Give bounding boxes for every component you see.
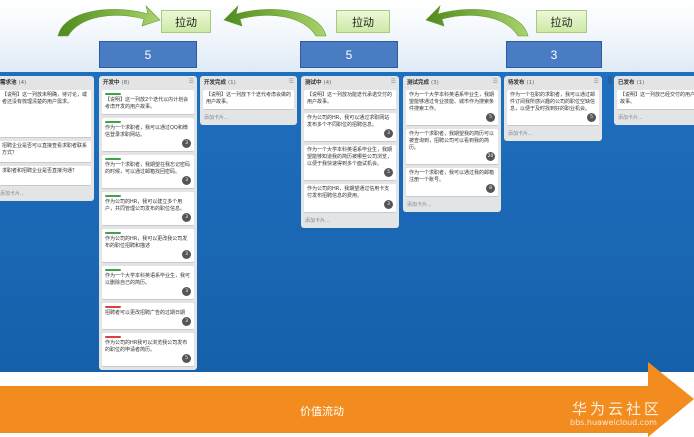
story-card[interactable]: 【说明】这一列放下个迭代考虑会做的用户故事。: [203, 90, 294, 110]
kanban-column-backlog: 需求池 (4) 【说明】这一列放未明确，待讨论，或者还没有梳理清楚的用户需求。 …: [0, 76, 94, 201]
column-header: 需求池 (4): [0, 79, 27, 86]
kanban-column-developing: 开发中 (8)☰ 【说明】这一列放2个迭代以内计划会考虑开发的用户故事。 作为一…: [99, 76, 197, 370]
story-points-badge: 3: [182, 250, 191, 259]
card-label: [105, 121, 121, 123]
watermark-title: 华为云社区: [572, 400, 663, 418]
story-card[interactable]: 作为一个在职的求职者，我可以通过邮件订阅我所感兴趣的公司的职位空缺信息，以便于及…: [507, 90, 599, 126]
column-header: 测试完成 (3)☰: [407, 78, 498, 86]
pull-arrow-icon: [425, 5, 529, 37]
pull-arrow-icon: [57, 5, 161, 37]
value-stream-label: 价值流动: [300, 405, 344, 418]
card-label: [105, 158, 121, 160]
pull-label: 拉动: [161, 10, 211, 33]
value-stream-arrow: [0, 386, 650, 433]
story-card[interactable]: 作为一个求职者，我可以通过QQ和微信登录求职网站。3: [102, 118, 194, 152]
wip-limit: 3: [506, 41, 602, 68]
story-card[interactable]: 作为公司的HR，我可以建立多个用户，共同管理公司发布的职位信息。3: [102, 192, 194, 226]
story-card[interactable]: 作为公司的HR我可以浏览我公司发布的职位的申请者简历。5: [102, 333, 194, 367]
column-menu-icon[interactable]: ☰: [288, 78, 294, 85]
column-menu-icon[interactable]: ☰: [188, 78, 194, 85]
story-card[interactable]: 作为一个大学本科英语系毕业生，我期望能够通过专业技能、城市作为搜索条件搜索工作。…: [406, 90, 498, 126]
column-header: 已发布 (1): [618, 79, 645, 86]
story-card[interactable]: 招聘企业是否可以直接查看求职者联系方式？: [0, 141, 91, 163]
card-label: [105, 269, 121, 271]
story-points-badge: 5: [486, 113, 495, 122]
kanban-column-dev-done: 开发完成 (1)☰ 【说明】这一列放下个迭代考虑会做的用户故事。 添加卡片...: [200, 76, 297, 125]
story-points-badge: 3: [182, 213, 191, 222]
pull-label: 拉动: [536, 10, 587, 33]
story-card[interactable]: 【说明】这一列放2个迭代以内计划会考虑开发的用户故事。: [102, 90, 194, 115]
column-menu-icon[interactable]: ☰: [492, 78, 498, 85]
card-label: [105, 93, 121, 95]
column-header: 待发布 (1)☰: [508, 78, 599, 86]
watermark-url: bbs.huaweicloud.com: [570, 418, 657, 427]
story-points-badge: 3: [182, 317, 191, 326]
story-points-badge: 3: [384, 200, 393, 209]
story-card[interactable]: 【说明】这一列放已经交付的用户故事。: [617, 90, 694, 110]
kanban-column-test-done: 测试完成 (3)☰ 作为一个大学本科英语系毕业生，我期望能够通过专业技能、城市作…: [403, 76, 501, 212]
add-card-link[interactable]: 添加卡片...: [508, 131, 533, 137]
add-card-link[interactable]: 添加卡片...: [618, 115, 643, 121]
story-points-badge: 5: [587, 113, 596, 122]
story-card[interactable]: 作为一个大学本科英语系毕业生，我期望能够知道我的简历被哪些公司浏览，以便于我快速…: [304, 145, 396, 181]
story-card[interactable]: 【说明】这一列放功能迭代承诺交付的用户故事。: [304, 90, 396, 110]
story-points-badge: 20: [486, 152, 495, 161]
arrow-head-icon: [648, 362, 694, 437]
card-label: [105, 336, 121, 338]
story-card[interactable]: 作为一个求职者，我期望在我忘记密码的时候，可以通过邮箱找回密码。3: [102, 155, 194, 189]
add-card-link[interactable]: 添加卡片...: [305, 218, 330, 224]
pull-label: 拉动: [336, 10, 390, 33]
add-card-link[interactable]: 添加卡片...: [0, 191, 25, 197]
add-card-link[interactable]: 添加卡片...: [407, 202, 432, 208]
story-points-badge: 5: [384, 168, 393, 177]
card-label: [105, 306, 121, 308]
story-card[interactable]: 作为公司的HR，我期望通过信用卡支付发布招聘信息的费用。3: [304, 184, 396, 213]
column-header: 开发中 (8)☰: [103, 78, 194, 86]
story-points-badge: 5: [182, 354, 191, 363]
story-card[interactable]: 作为公司的HR，我可以通过求职网站发布多个不同职位的招聘信息。3: [304, 113, 396, 142]
story-points-badge: 3: [182, 287, 191, 296]
pull-arrow-icon: [223, 5, 327, 37]
column-header: 测试中 (4)☰: [305, 78, 396, 86]
story-card[interactable]: 作为一个大学本科英语系毕业生，我可以删除自己的简历。3: [102, 266, 194, 300]
card-label: [105, 232, 121, 234]
column-header: 开发完成 (1)☰: [204, 78, 294, 86]
story-points-badge: 3: [182, 176, 191, 185]
board-scrollbar[interactable]: [608, 76, 612, 84]
story-points-badge: 3: [182, 139, 191, 148]
kanban-column-testing: 测试中 (4)☰ 【说明】这一列放功能迭代承诺交付的用户故事。 作为公司的HR，…: [301, 76, 399, 228]
kanban-column-released: 已发布 (1) 【说明】这一列放已经交付的用户故事。 添加卡片...: [614, 76, 694, 125]
wip-limit: 5: [300, 41, 398, 68]
story-card[interactable]: 作为一个求职者，我可以通过我的邮箱注册一个账号。8: [406, 168, 498, 197]
story-card[interactable]: 求职者和招聘企业是否直接沟通？: [0, 166, 91, 186]
story-points-badge: 8: [486, 184, 495, 193]
story-points-badge: 3: [384, 129, 393, 138]
story-card[interactable]: 作为一个求职者，我期望我的简历可以被查询到，招聘公司可以看到我的简历。20: [406, 129, 498, 165]
add-card-link[interactable]: 添加卡片...: [204, 115, 229, 121]
story-card[interactable]: 【说明】这一列放未明确，待讨论，或者还没有梳理清楚的用户需求。: [0, 90, 91, 138]
kanban-column-to-release: 待发布 (1)☰ 作为一个在职的求职者，我可以通过邮件订阅我所感兴趣的公司的职位…: [504, 76, 602, 141]
column-menu-icon[interactable]: ☰: [390, 78, 396, 85]
card-label: [105, 195, 121, 197]
column-menu-icon[interactable]: ☰: [593, 78, 599, 85]
wip-limit: 5: [99, 41, 197, 68]
